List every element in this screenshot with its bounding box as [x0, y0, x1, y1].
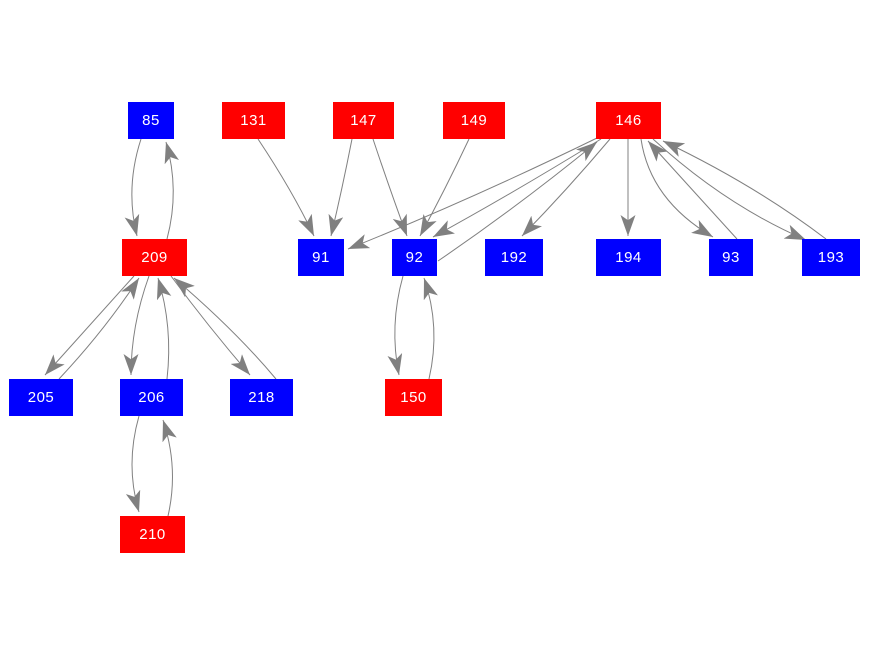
edge-146-192: [521, 138, 611, 237]
node-label: 210: [139, 526, 166, 543]
node-label: 93: [722, 249, 740, 266]
node-label: 85: [142, 112, 160, 129]
node-205[interactable]: 205: [9, 379, 73, 416]
edge-131-91: [257, 138, 315, 237]
edge-147-91: [328, 138, 353, 237]
node-218[interactable]: 218: [230, 379, 293, 416]
node-93[interactable]: 93: [709, 239, 753, 276]
edge-206-209: [156, 277, 172, 380]
node-206[interactable]: 206: [120, 379, 183, 416]
node-150[interactable]: 150: [385, 379, 442, 416]
node-label: 193: [817, 249, 845, 266]
edge-92-150: [387, 275, 404, 376]
edge-92-146: [437, 141, 598, 262]
edge-93-146: [647, 140, 738, 240]
node-131[interactable]: 131: [222, 102, 285, 139]
node-194[interactable]: 194: [596, 239, 661, 276]
edge-193-146: [662, 140, 827, 240]
edge-209-205: [44, 275, 135, 376]
edge-85-209: [124, 138, 142, 237]
node-label: 131: [240, 112, 267, 129]
node-85[interactable]: 85: [128, 102, 174, 139]
node-label: 218: [248, 389, 275, 406]
edge-218-209: [173, 277, 277, 380]
node-label: 147: [350, 112, 377, 129]
edge-149-92: [419, 138, 470, 237]
node-label: 209: [141, 249, 168, 266]
edge-205-209: [58, 277, 140, 380]
node-label: 192: [500, 249, 528, 266]
node-label: 206: [138, 389, 165, 406]
edge-146-93: [640, 138, 714, 238]
edge-209-218: [170, 275, 251, 376]
edge-209-85: [164, 141, 180, 240]
node-192[interactable]: 192: [485, 239, 543, 276]
edge-146-193: [652, 138, 807, 241]
edge-146-91: [347, 137, 598, 250]
edge-206-210: [125, 415, 141, 513]
node-210[interactable]: 210: [120, 516, 185, 553]
node-label: 149: [460, 112, 488, 129]
edge-150-92: [423, 277, 438, 380]
node-label: 205: [27, 389, 55, 406]
edge-210-206: [162, 419, 177, 517]
node-147[interactable]: 147: [333, 102, 394, 139]
node-209[interactable]: 209: [122, 239, 187, 276]
node-label: 146: [615, 112, 642, 129]
node-label: 92: [405, 249, 424, 266]
node-label: 150: [400, 389, 427, 406]
node-146[interactable]: 146: [596, 102, 661, 139]
edge-209-206: [123, 275, 150, 376]
node-label: 91: [312, 249, 330, 266]
node-193[interactable]: 193: [802, 239, 860, 276]
node-149[interactable]: 149: [443, 102, 505, 139]
edge-146-92: [432, 138, 602, 238]
edge-147-92: [372, 138, 408, 237]
node-92[interactable]: 92: [392, 239, 437, 276]
node-label: 194: [615, 249, 642, 266]
node-91[interactable]: 91: [298, 239, 344, 276]
